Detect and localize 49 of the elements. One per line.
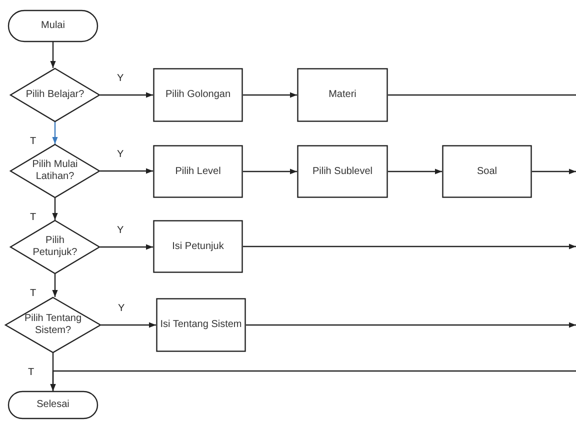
terminator-shape [8,10,98,42]
decision-diamond [10,220,100,274]
decision-diamond [10,68,100,122]
arrow [101,322,156,328]
arrow [243,168,297,174]
edge-label: T [29,136,38,147]
process-box [153,220,243,273]
node-label: Selesai [36,399,70,411]
node-label: Pilih Level [175,166,221,178]
arrow [100,92,153,98]
edge-label: Y [116,73,125,84]
arrow [100,168,153,174]
edge-label: Y [116,225,125,236]
node-label: Pilih Mulai Latihan? [31,159,79,183]
process-box [442,145,532,198]
arrow [52,198,58,220]
process-box [297,145,388,198]
terminator-shape [8,391,98,419]
node-label: Soal [476,166,497,178]
node-label: Materi [328,89,356,101]
node-label: Pilih Golongan [165,89,231,101]
arrow [52,274,58,297]
node-label: Isi Tentang Sistem [160,319,242,331]
arrow [243,92,297,98]
node-label: Pilih Petunjuk? [32,235,78,259]
edge-label: T [27,367,36,378]
arrow [388,168,442,174]
arrow [100,244,153,250]
node-label: Isi Petunjuk [172,240,224,252]
decision-diamond [10,144,100,198]
arrow [50,370,576,391]
node-label: Pilih Belajar? [26,89,84,101]
edge-label: Y [116,149,125,160]
edge-label: T [29,212,38,223]
process-box [156,298,246,352]
process-box [297,68,388,122]
edge-label: Y [117,303,126,314]
process-box [153,68,243,122]
node-label: Pilih Tentang Sistem? [23,313,83,337]
node-label: Pilih Sublevel [312,166,373,178]
arrow [243,244,576,250]
arrow [50,42,56,68]
decision-diamond [5,297,101,353]
node-label: Mulai [41,20,65,32]
arrow [246,322,576,328]
arrow [532,168,576,174]
process-box [153,145,243,198]
arrow [52,122,58,144]
edge-label: T [29,288,38,299]
